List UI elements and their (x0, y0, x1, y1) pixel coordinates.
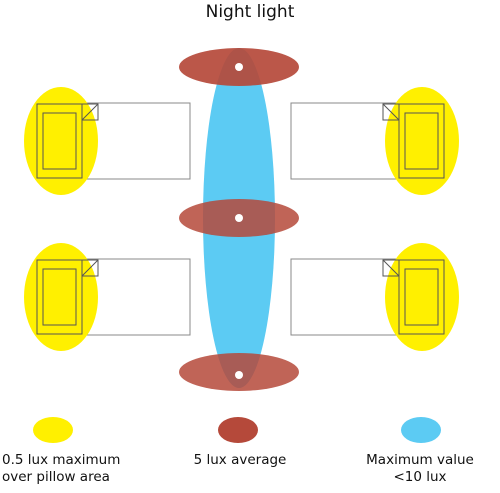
bed-top-right (290, 102, 402, 180)
pillow-area-top-left (24, 87, 98, 195)
pillow-area-bottom-right (385, 243, 459, 351)
legend-label-maximum-line-1: Maximum value (366, 452, 474, 468)
legend-swatch-maximum (401, 417, 441, 443)
night-light-fixture-bottom (235, 371, 243, 379)
legend-label-average-line-1: 5 lux average (193, 452, 287, 468)
pillow-bottom-right (382, 259, 445, 335)
pillow-area-bottom-left (24, 243, 98, 351)
legend-label-maximum-line-2: <10 lux (393, 469, 447, 485)
legend-label-average: 5 lux average (160, 452, 320, 469)
legend-swatch-average (218, 417, 258, 443)
diagram-title: Night light (205, 2, 295, 22)
pillow-top-left (36, 103, 99, 179)
night-light-fixture-middle (235, 214, 243, 222)
legend-label-pillow: 0.5 lux maximum over pillow area (2, 452, 142, 486)
legend-label-pillow-line-1: 0.5 lux maximum (2, 452, 121, 468)
pillow-top-right (382, 103, 445, 179)
pillow-bottom-left (36, 259, 99, 335)
bed-bottom-right (290, 258, 402, 336)
legend-label-pillow-line-2: over pillow area (2, 469, 110, 485)
night-light-fixture-top (235, 63, 243, 71)
pillow-area-top-right (385, 87, 459, 195)
legend-swatch-pillow (33, 417, 73, 443)
legend-label-maximum: Maximum value <10 lux (345, 452, 495, 486)
